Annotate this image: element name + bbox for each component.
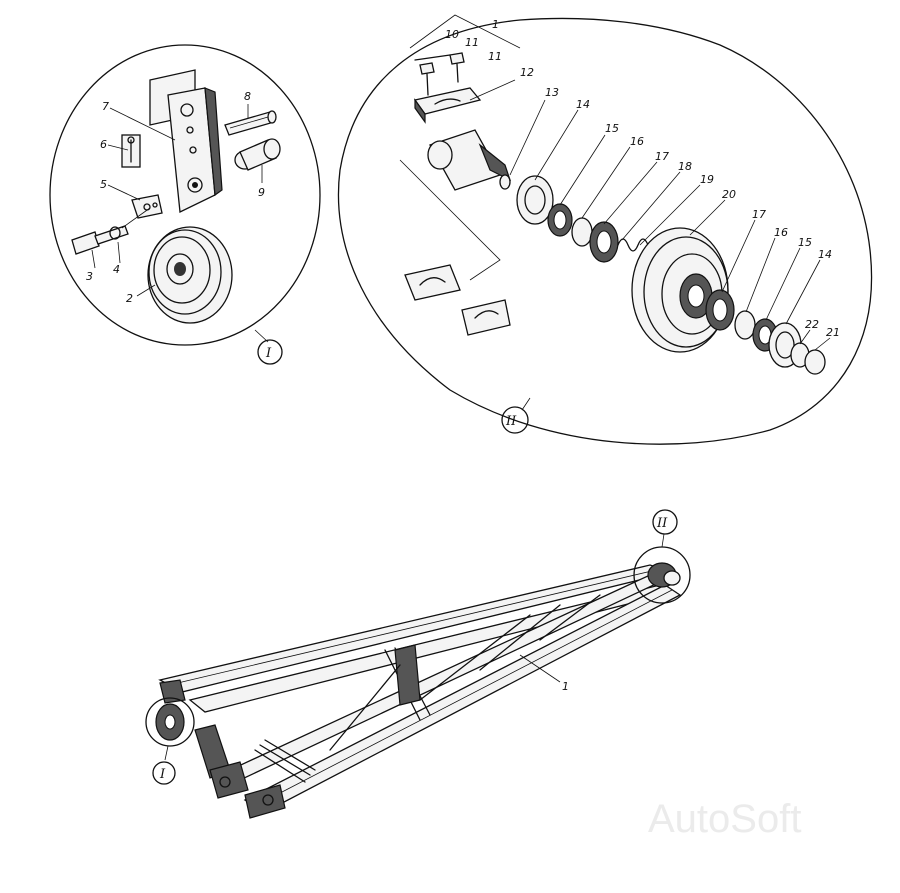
- svg-text:II: II: [656, 516, 668, 531]
- bolt: [71, 225, 129, 255]
- callout-5: 5: [100, 178, 107, 191]
- marker-II: II: [501, 397, 531, 434]
- axle: [427, 129, 512, 191]
- callout-14b: 14: [818, 248, 832, 261]
- bracket-plate: [149, 69, 223, 213]
- boom-left-end: [155, 679, 286, 819]
- callout-4: 4: [113, 263, 120, 276]
- callout-3: 3: [86, 270, 93, 283]
- boom-assembly: 1 I II: [145, 509, 691, 819]
- detail-II-leaders: [469, 79, 831, 351]
- callout-12: 12: [520, 66, 534, 79]
- callout-16b: 16: [774, 226, 788, 239]
- watermark: AutoSoft: [648, 797, 801, 841]
- callout-17b: 17: [752, 208, 766, 221]
- callout-16: 16: [630, 135, 644, 148]
- detail-II: 1 10 11 11 12 13 14 15 16 17 18 19 20 17…: [337, 14, 873, 445]
- svg-text:II: II: [505, 414, 517, 429]
- boom-marker-II: II: [652, 509, 678, 548]
- callout-18: 18: [678, 160, 692, 173]
- washer-14: [516, 175, 554, 225]
- lower-clamp: [399, 159, 511, 336]
- callout-19: 19: [700, 173, 714, 186]
- callout-21: 21: [826, 326, 840, 339]
- callout-17: 17: [655, 150, 669, 163]
- callout-11b: 11: [488, 50, 502, 63]
- callout-15: 15: [605, 122, 619, 135]
- boom-callout-1: 1: [562, 680, 569, 693]
- callout-14: 14: [576, 98, 590, 111]
- cotter-pin: [121, 134, 141, 168]
- boom-detail-circle-I: [145, 697, 195, 747]
- detail-I-leaders: [91, 104, 263, 297]
- pulley: [147, 226, 233, 324]
- callout-2: 2: [126, 292, 133, 305]
- detail-I: 2 3 4 5 6 7 8 9 I: [49, 44, 321, 365]
- main-pulley: [631, 227, 729, 353]
- bushing: [234, 138, 281, 171]
- clamp-cap: [413, 87, 482, 124]
- callout-22: 22: [805, 318, 819, 331]
- callout-8: 8: [244, 90, 251, 103]
- callout-9: 9: [258, 186, 265, 199]
- callout-20: 20: [722, 188, 736, 201]
- ring-16b: [734, 310, 756, 340]
- svg-text:I: I: [159, 767, 166, 782]
- cap-bolts: [414, 52, 465, 96]
- svg-text:I: I: [265, 346, 272, 361]
- boom-right-end: [647, 562, 681, 588]
- callout-10: 10: [445, 28, 459, 41]
- callout-7: 7: [102, 100, 109, 113]
- pin: [224, 110, 277, 136]
- callout-11a: 11: [465, 36, 479, 49]
- callout-6: 6: [100, 138, 107, 151]
- callout-1: 1: [492, 18, 499, 31]
- lock-plate: [131, 194, 163, 219]
- boom-marker-I: I: [152, 745, 176, 785]
- callout-13: 13: [545, 86, 559, 99]
- marker-I: I: [254, 329, 283, 365]
- ring-16: [571, 217, 593, 247]
- nut-21: [804, 349, 826, 375]
- callout-15b: 15: [798, 236, 812, 249]
- detail-II-outline: [337, 17, 873, 445]
- detail-I-outline: [49, 44, 321, 346]
